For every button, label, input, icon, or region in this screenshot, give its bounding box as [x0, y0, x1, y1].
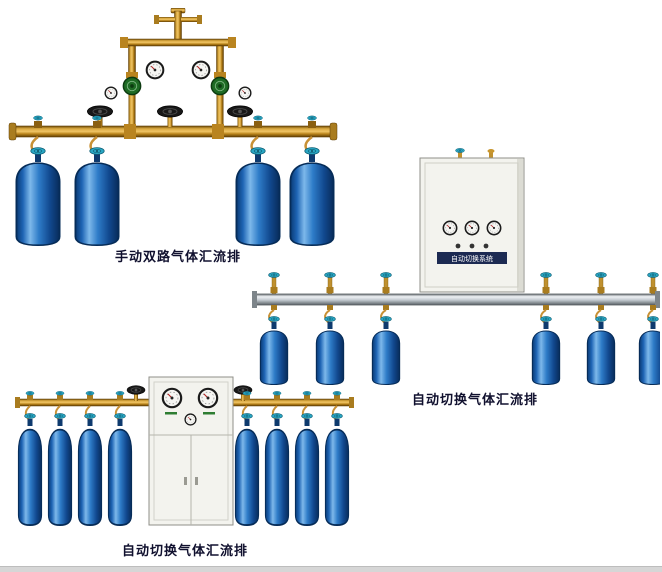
cylinder-handwheel-icon [268, 316, 280, 322]
auto-switch-manifold-cabinet-illustration [15, 376, 354, 526]
pressure-gauge-icon [464, 220, 480, 236]
control-cabinet [148, 376, 234, 526]
cylinder-handwheel-icon [647, 316, 659, 322]
indicator-light [483, 243, 489, 249]
gas-cylinder [107, 428, 133, 526]
pressure-gauge-icon [104, 86, 118, 100]
gas-cylinder [371, 330, 401, 385]
cylinder-handwheel-icon [301, 413, 313, 419]
cylinder-station [315, 305, 345, 385]
cylinder-handwheel-icon [54, 413, 66, 419]
right-regulator-station [191, 60, 252, 126]
cylinder-station [74, 115, 120, 246]
gas-cylinder [47, 428, 73, 526]
gas-cylinder [234, 428, 260, 526]
cylinder-handwheel-icon [241, 413, 253, 419]
manual-dual-manifold-illustration [8, 8, 338, 246]
pressure-gauge-icon [197, 387, 219, 409]
gas-cylinder [324, 428, 350, 526]
manifold-valve-handwheel [156, 105, 184, 127]
cylinder-station [294, 391, 320, 526]
door-handle [195, 477, 198, 485]
cylinder-handwheel-icon [114, 413, 126, 419]
panel-marking [203, 412, 215, 415]
pressure-gauge-icon [161, 387, 183, 409]
manifold-pipe [8, 122, 338, 141]
left-regulator-station [104, 60, 165, 126]
cylinder-station [586, 305, 616, 385]
cylinder-station [531, 305, 561, 385]
cylinder-station [17, 391, 43, 526]
pressure-gauge-icon [184, 413, 197, 426]
regulator-icon [210, 76, 230, 96]
cylinder-station [289, 115, 335, 246]
cylinder-station [235, 115, 281, 246]
valve-handwheel-icon [455, 148, 465, 153]
gas-cylinder [74, 162, 120, 246]
cylinder-station [264, 391, 290, 526]
inlet-pipe-assembly [120, 8, 236, 78]
gas-cylinder [294, 428, 320, 526]
cylinder-handwheel-icon [324, 316, 336, 322]
indicator-light [455, 243, 461, 249]
control-cabinet: 自动切换系统 [419, 148, 525, 293]
manifold-valve-handwheel [226, 105, 254, 127]
auto-switch-manifold-wall-illustration: 自动切换系统 [252, 148, 660, 385]
panel-marking [165, 412, 177, 415]
cylinder-handwheel-icon [89, 147, 105, 155]
cylinder-handwheel-icon [331, 413, 343, 419]
manifold-bar [252, 291, 660, 308]
gas-cylinder [264, 428, 290, 526]
cylinder-station [15, 115, 61, 246]
cylinder-station [47, 391, 73, 526]
cylinder-handwheel-icon [380, 316, 392, 322]
product-caption: 手动双路气体汇流排 [114, 249, 241, 264]
cabinet-label-plate [437, 252, 507, 264]
cylinder-station [107, 391, 133, 526]
pressure-gauge-icon [442, 220, 458, 236]
pressure-gauge-icon [238, 86, 252, 100]
gas-cylinder [15, 162, 61, 246]
cylinder-handwheel-icon [24, 413, 36, 419]
cylinder-station [371, 305, 401, 385]
pressure-gauge-icon [145, 60, 165, 80]
pressure-gauge-icon [486, 220, 502, 236]
cylinder-handwheel-icon [30, 147, 46, 155]
page-bottom-divider [0, 566, 662, 572]
regulator-icon [122, 76, 142, 96]
cylinder-station [234, 391, 260, 526]
cabinet-label: 自动切换系统 [451, 254, 493, 263]
cylinder-station [638, 305, 660, 385]
cylinder-handwheel-icon [595, 316, 607, 322]
cylinder-station [77, 391, 103, 526]
door-handle [184, 477, 187, 485]
indicator-light [469, 243, 475, 249]
cylinder-handwheel-icon [540, 316, 552, 322]
gas-cylinder [77, 428, 103, 526]
pressure-gauge-icon [191, 60, 211, 80]
gas-cylinder [638, 330, 660, 385]
cylinder-station [259, 305, 289, 385]
cylinder-handwheel-icon [84, 413, 96, 419]
gas-cylinder [586, 330, 616, 385]
manifold-valve-handwheel [233, 385, 253, 401]
product-caption: 自动切换气体汇流排 [411, 392, 538, 407]
manifold-valve-handwheel [126, 385, 146, 401]
cylinder-handwheel-icon [271, 413, 283, 419]
gas-cylinder [17, 428, 43, 526]
gas-cylinder [531, 330, 561, 385]
cylinder-station [324, 391, 350, 526]
product-caption: 自动切换气体汇流排 [121, 543, 248, 558]
